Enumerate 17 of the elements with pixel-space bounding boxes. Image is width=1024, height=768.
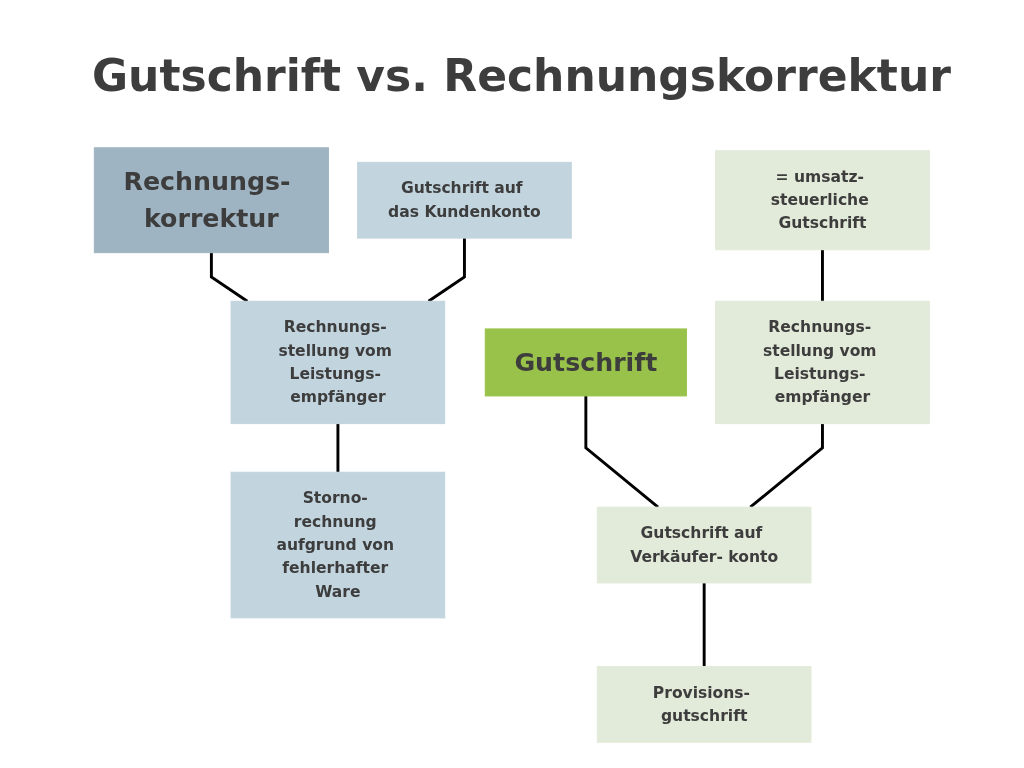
connector bbox=[336, 423, 340, 473]
node-box: = umsatz- steuerliche Gutschrift bbox=[715, 150, 930, 251]
node-box: Rechnungs- stellung vom Leistungs- empfänger bbox=[230, 300, 446, 425]
connector bbox=[210, 252, 249, 303]
node-box: Provisions- gutschrift bbox=[597, 665, 812, 743]
connector bbox=[821, 249, 825, 302]
node-box: Storno- rechnung aufgrund von fehlerhafter Ware bbox=[230, 471, 446, 619]
node-box: Gutschrift auf Verkäufer- konto bbox=[597, 506, 812, 584]
connector bbox=[702, 582, 706, 667]
connector bbox=[749, 423, 825, 509]
node-box: Gutschrift auf das Kundenkonto bbox=[357, 161, 572, 239]
connector bbox=[584, 395, 660, 509]
node-box: Rechnungs- korrektur bbox=[94, 147, 330, 254]
node-box: Rechnungs- stellung vom Leistungs- empfänger bbox=[715, 300, 930, 425]
node-box: Gutschrift bbox=[484, 328, 688, 397]
diagram-title: Gutschrift vs. Rechnungskorrektur bbox=[91, 49, 952, 103]
connector bbox=[427, 238, 467, 303]
